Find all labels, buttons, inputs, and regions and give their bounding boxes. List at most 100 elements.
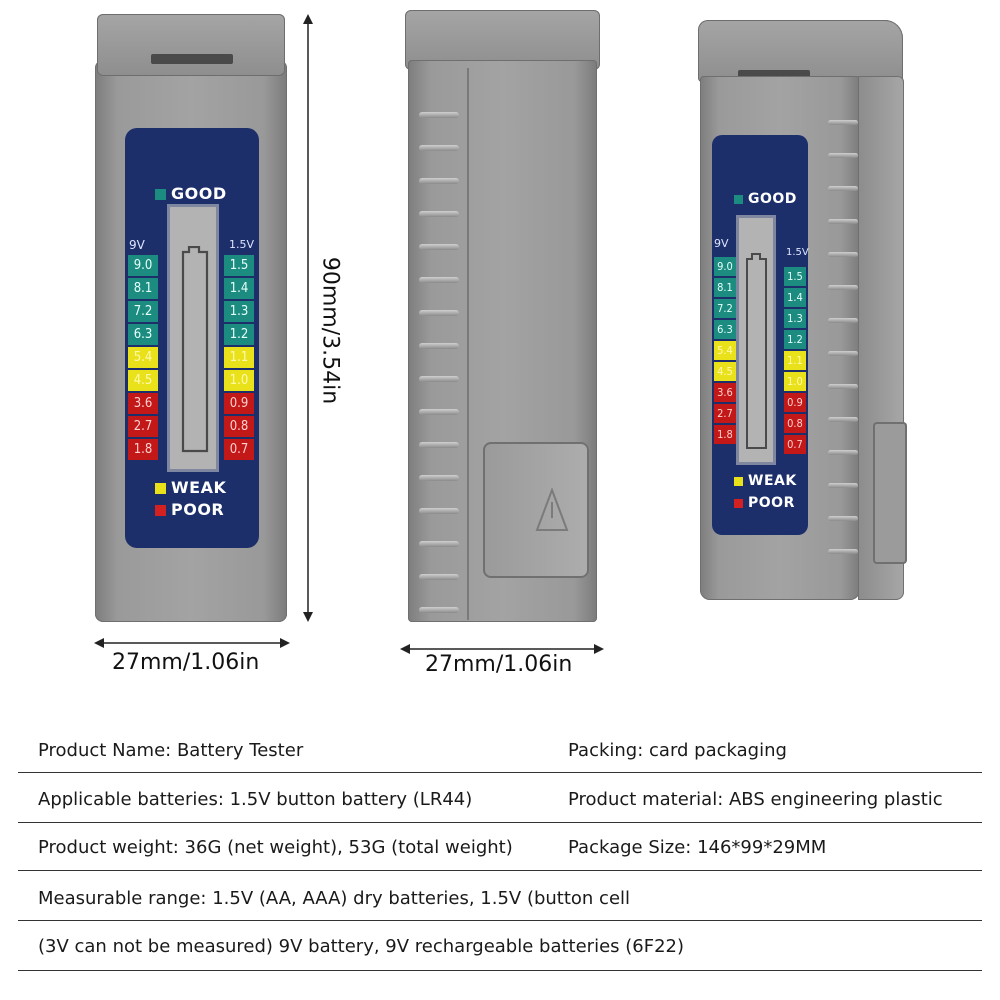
poor-color-swatch xyxy=(155,505,166,516)
grip-ridge xyxy=(419,244,459,250)
left-voltage-cell-8.1: 8.1 xyxy=(128,278,158,299)
grip-ridge xyxy=(828,120,858,125)
left-voltage-cell-4.5: 4.5 xyxy=(128,370,158,391)
right-voltage-cell-0.9: 0.9 xyxy=(224,393,254,414)
grip-ridge xyxy=(828,450,858,455)
angled-right-voltage-cell-1.4: 1.4 xyxy=(784,288,806,307)
poor-label-text: POOR xyxy=(171,500,225,519)
angled-poor-swatch xyxy=(734,498,743,508)
battery-door xyxy=(483,442,589,578)
left-voltage-cell-6.3: 6.3 xyxy=(128,324,158,345)
spec-measurable-range-cont: (3V can not be measured) 9V battery, 9V … xyxy=(38,936,685,957)
angled-weak-text: WEAK xyxy=(748,473,797,489)
side-width-dimension-line xyxy=(400,644,604,654)
lcd-window xyxy=(167,204,219,472)
side-width-label: 27mm/1.06in xyxy=(425,652,573,677)
right-voltage-cell-1.0: 1.0 xyxy=(224,370,254,391)
grip-ridge xyxy=(828,417,858,422)
col-right-title: 1.5V xyxy=(229,238,255,251)
angled-left-voltage-cell-7.2: 7.2 xyxy=(714,299,736,318)
battery-outline-icon xyxy=(181,246,209,453)
front-width-dimension-line xyxy=(94,638,290,648)
grip-ridge xyxy=(419,112,459,118)
angled-right-voltage-cell-1.3: 1.3 xyxy=(784,309,806,328)
left-voltage-cell-9.0: 9.0 xyxy=(128,255,158,276)
left-voltage-cell-3.6: 3.6 xyxy=(128,393,158,414)
front-width-label: 27mm/1.06in xyxy=(112,650,260,675)
grip-ridge xyxy=(419,277,459,283)
angled-right-voltage-cell-1.0: 1.0 xyxy=(784,372,806,391)
right-voltage-cell-1.2: 1.2 xyxy=(224,324,254,345)
device-cap xyxy=(97,14,285,76)
grip-ridge xyxy=(828,483,858,488)
angled-left-voltage-cell-4.5: 4.5 xyxy=(714,362,736,381)
col-left-title: 9V xyxy=(129,238,145,252)
angled-left-voltage-cell-9.0: 9.0 xyxy=(714,257,736,276)
grip-ridge xyxy=(828,318,858,323)
angled-left-voltage-cell-2.7: 2.7 xyxy=(714,404,736,423)
table-divider xyxy=(18,870,982,871)
left-voltage-cell-7.2: 7.2 xyxy=(128,301,158,322)
left-voltage-cell-1.8: 1.8 xyxy=(128,439,158,460)
grip-ridge xyxy=(419,343,459,349)
grip-ridge xyxy=(828,153,858,158)
table-divider xyxy=(18,772,982,773)
good-label-text: GOOD xyxy=(171,184,227,203)
right-voltage-cell-0.8: 0.8 xyxy=(224,416,254,437)
angled-good-text: GOOD xyxy=(748,191,797,207)
angled-poor-text: POOR xyxy=(748,495,795,511)
angled-col-right-title: 1.5V xyxy=(786,247,809,258)
angled-right-voltage-cell-0.8: 0.8 xyxy=(784,414,806,433)
right-voltage-cell-0.7: 0.7 xyxy=(224,439,254,460)
angled-right-voltage-cell-0.7: 0.7 xyxy=(784,435,806,454)
grip-ridge xyxy=(828,351,858,356)
grip-ridge xyxy=(419,409,459,415)
side-seam xyxy=(467,68,469,620)
angled-good-swatch xyxy=(734,194,743,204)
angled-left-voltage-cell-5.4: 5.4 xyxy=(714,341,736,360)
left-voltage-cell-2.7: 2.7 xyxy=(128,416,158,437)
angled-right-voltage-cell-1.5: 1.5 xyxy=(784,267,806,286)
right-voltage-cell-1.4: 1.4 xyxy=(224,278,254,299)
grip-ridge xyxy=(419,508,459,514)
height-dimension-label: 90mm/3.54in xyxy=(317,256,343,405)
grip-ridge xyxy=(419,607,459,613)
angled-col-left-title: 9V xyxy=(714,237,729,250)
right-voltage-cell-1.3: 1.3 xyxy=(224,301,254,322)
weak-label-text: WEAK xyxy=(171,478,227,497)
grip-ridge xyxy=(419,574,459,580)
spec-material: Product material: ABS engineering plasti… xyxy=(568,789,943,810)
spec-weight: Product weight: 36G (net weight), 53G (t… xyxy=(38,837,513,858)
table-divider xyxy=(18,970,982,971)
angled-left-voltage-cell-1.8: 1.8 xyxy=(714,425,736,444)
grip-ridge xyxy=(828,549,858,554)
good-label: GOOD xyxy=(155,184,227,203)
angled-left-voltage-cell-3.6: 3.6 xyxy=(714,383,736,402)
angled-left-voltage-cell-8.1: 8.1 xyxy=(714,278,736,297)
grip-ridge xyxy=(419,145,459,151)
angled-weak-swatch xyxy=(734,476,743,486)
spec-applicable-batteries: Applicable batteries: 1.5V button batter… xyxy=(38,789,473,810)
angled-battery-door xyxy=(873,422,907,564)
angled-right-voltage-cell-1.1: 1.1 xyxy=(784,351,806,370)
angled-poor-label: POOR xyxy=(734,495,795,511)
grip-ridge xyxy=(419,475,459,481)
table-divider xyxy=(18,822,982,823)
spec-package-size: Package Size: 146*99*29MM xyxy=(568,837,827,858)
grip-ridge xyxy=(419,376,459,382)
angled-left-voltage-cell-6.3: 6.3 xyxy=(714,320,736,339)
angled-lcd-window xyxy=(736,215,776,465)
grip-ridge xyxy=(419,541,459,547)
grip-ridge xyxy=(828,252,858,257)
angled-view-device: GOOD 9V 1.5V 9.0 8.1 7.2 6.3 5.4 4.5 3.6 2.7 1.8… xyxy=(698,20,910,600)
right-voltage-cell-1.5: 1.5 xyxy=(224,255,254,276)
grip-ridge xyxy=(828,186,858,191)
weak-label: WEAK xyxy=(155,478,226,497)
grip-ridge xyxy=(419,442,459,448)
grip-ridge xyxy=(828,516,858,521)
weak-color-swatch xyxy=(155,483,166,494)
angled-battery-outline-icon xyxy=(746,253,767,449)
spec-product-name: Product Name: Battery Tester xyxy=(38,740,304,761)
